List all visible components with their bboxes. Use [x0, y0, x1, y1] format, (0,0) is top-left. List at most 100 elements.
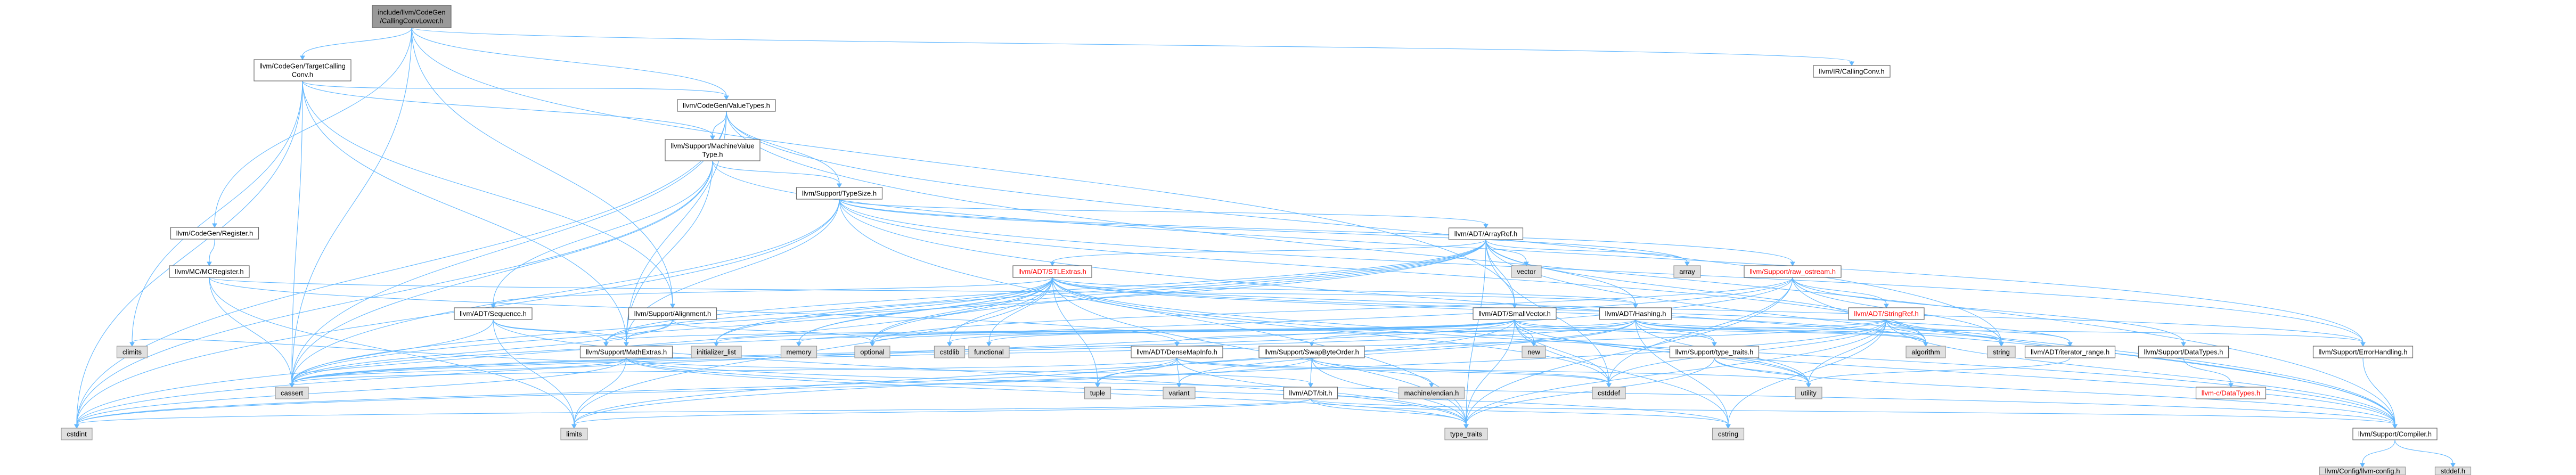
- dependency-edge-typesize-to-rawostream: [839, 199, 1795, 267]
- edges-layer: [74, 27, 2456, 468]
- node-alignment[interactable]: llvm/Support/Alignment.h: [628, 307, 717, 320]
- node-label-adtbit-line-0: llvm/ADT/bit.h: [1289, 389, 1332, 397]
- node-cgvt[interactable]: llvm/CodeGen/ValueTypes.h: [677, 99, 776, 112]
- node-cstring: cstring: [1712, 428, 1745, 440]
- node-label-cstddef-line-0: cstddef: [1598, 389, 1620, 397]
- node-label-root-line-0: include/llvm/CodeGen: [378, 9, 445, 17]
- node-mcreg[interactable]: llvm/MC/MCRegister.h: [169, 265, 250, 278]
- node-label-mvt-line-0: llvm/Support/MachineValue: [670, 142, 754, 150]
- node-label-iterrange-line-0: llvm/ADT/iterator_range.h: [2031, 348, 2109, 356]
- node-label-datatypes-line-0: llvm/Support/DataTypes.h: [2144, 348, 2223, 356]
- dependency-edge-densemapinfo-to-variant: [1176, 357, 1182, 388]
- node-box-compiler: [2352, 428, 2438, 440]
- node-box-hashing: [1599, 307, 1672, 320]
- node-datatypes[interactable]: llvm/Support/DataTypes.h: [2138, 346, 2229, 358]
- node-box-rawostream: [1744, 265, 1842, 278]
- dependency-edge-compiler-to-stddef: [2394, 439, 2456, 468]
- node-label-typesize-line-0: llvm/Support/TypeSize.h: [802, 190, 877, 198]
- dependency-edge-cgvt-to-cassert: [289, 111, 727, 388]
- node-new: new: [1522, 346, 1546, 358]
- node-box-tcc: [253, 59, 351, 81]
- dependency-edge-mcreg-to-limits: [209, 277, 577, 429]
- node-stddef: stddef.h: [2434, 466, 2472, 475]
- node-label-algorithm-line-0: algorithm: [1911, 348, 1940, 356]
- dependency-edge-hashing-to-typetraits: [1635, 319, 1717, 347]
- node-llvmcdt[interactable]: llvm-c/DataTypes.h: [2195, 387, 2267, 399]
- node-iterrange[interactable]: llvm/ADT/iterator_range.h: [2024, 346, 2116, 358]
- dependency-edge-smallvector-to-memory: [796, 319, 1515, 347]
- node-label-string-line-0: string: [1993, 348, 2010, 356]
- dependency-edge-mcreg-to-hashing: [209, 277, 1638, 309]
- node-box-smallvector: [1473, 307, 1557, 320]
- node-smallvector[interactable]: llvm/ADT/SmallVector.h: [1473, 307, 1557, 320]
- dependency-edge-hashing-to-optional: [870, 319, 1636, 347]
- node-box-stringref: [1848, 307, 1925, 320]
- node-label-cstdint-line-0: cstdint: [67, 430, 87, 438]
- dependency-edge-tcc-to-cgvt: [302, 80, 729, 101]
- node-label-stlextras-line-0: llvm/ADT/STLExtras.h: [1018, 268, 1086, 276]
- node-label-climits-line-0: climits: [122, 348, 142, 356]
- node-box-cstddef: [1592, 387, 1626, 399]
- node-compiler[interactable]: llvm/Support/Compiler.h: [2352, 428, 2438, 440]
- node-mathextras[interactable]: llvm/Support/MathExtras.h: [579, 346, 673, 358]
- node-label-utility-line-0: utility: [1801, 389, 1817, 397]
- node-arrayref[interactable]: llvm/ADT/ArrayRef.h: [1448, 227, 1524, 240]
- node-densemapinfo[interactable]: llvm/ADT/DenseMapInfo.h: [1131, 346, 1223, 358]
- node-label-irCC-line-0: llvm/IR/CallingConv.h: [1819, 68, 1884, 76]
- node-cassert: cassert: [275, 387, 309, 399]
- node-machendian: machine/endian.h: [1398, 387, 1465, 399]
- node-cgreg[interactable]: llvm/CodeGen/Register.h: [170, 227, 259, 240]
- node-box-array: [1673, 265, 1701, 278]
- node-box-alignment: [628, 307, 717, 320]
- dependency-edge-stringref-to-iterrange: [1886, 319, 2073, 347]
- node-irCC[interactable]: llvm/IR/CallingConv.h: [1813, 65, 1891, 78]
- node-label-tcc-line-1: Conv.h: [292, 71, 313, 79]
- node-swapbyteorder[interactable]: llvm/Support/SwapByteOrder.h: [1258, 346, 1365, 358]
- node-label-errorhandling-line-0: llvm/Support/ErrorHandling.h: [2319, 348, 2408, 356]
- node-label-typetraits-line-0: llvm/Support/type_traits.h: [1675, 348, 1754, 356]
- dependency-edge-typesize-to-typetraitsstd: [839, 199, 1469, 429]
- node-label-sequence-line-0: llvm/ADT/Sequence.h: [460, 310, 527, 318]
- node-label-densemapinfo-line-0: llvm/ADT/DenseMapInfo.h: [1136, 348, 1217, 356]
- dependency-edge-mathextras-to-compiler: [626, 357, 2398, 429]
- node-adtbit[interactable]: llvm/ADT/bit.h: [1283, 387, 1338, 399]
- node-box-algorithm: [1906, 346, 1946, 358]
- node-root[interactable]: include/llvm/CodeGen/CallingConvLower.h: [372, 5, 452, 28]
- node-hashing[interactable]: llvm/ADT/Hashing.h: [1599, 307, 1672, 320]
- node-label-swapbyteorder-line-0: llvm/Support/SwapByteOrder.h: [1264, 348, 1359, 356]
- node-label-memory-line-0: memory: [787, 348, 812, 356]
- node-sequence[interactable]: llvm/ADT/Sequence.h: [454, 307, 533, 320]
- node-stlextras[interactable]: llvm/ADT/STLExtras.h: [1012, 265, 1092, 278]
- node-llvmconfig: llvm/Config/llvm-config.h: [2319, 466, 2406, 475]
- node-box-vector: [1511, 265, 1542, 278]
- node-label-cgvt-line-0: llvm/CodeGen/ValueTypes.h: [683, 102, 770, 110]
- node-typetraits[interactable]: llvm/Support/type_traits.h: [1669, 346, 1760, 358]
- dependency-edge-tcc-to-climits: [129, 80, 303, 347]
- node-label-root-line-1: /CallingConvLower.h: [380, 17, 443, 25]
- node-stringref[interactable]: llvm/ADT/StringRef.h: [1848, 307, 1925, 320]
- node-box-sequence: [454, 307, 533, 320]
- dependency-edge-typesize-to-arrayref: [839, 199, 1489, 229]
- node-box-cassert: [275, 387, 309, 399]
- node-box-errorhandling: [2312, 346, 2414, 358]
- dependency-edge-swapbyteorder-to-cstddef: [1311, 357, 1612, 388]
- dependency-edge-smallvector-to-iterator: [603, 319, 1515, 347]
- node-rawostream[interactable]: llvm/Support/raw_ostream.h: [1744, 265, 1842, 278]
- dependency-edge-root-to-irCC: [411, 27, 1854, 67]
- node-cstdlib: cstdlib: [934, 346, 966, 358]
- node-typetraitsstd: type_traits: [1444, 428, 1488, 440]
- node-box-stddef: [2434, 466, 2472, 475]
- node-label-cgreg-line-0: llvm/CodeGen/Register.h: [176, 230, 253, 238]
- dependency-edge-stringref-to-densemapinfo: [1174, 319, 1887, 347]
- node-vector: vector: [1511, 265, 1542, 278]
- dependency-edge-adtbit-to-typetraitsstd: [1310, 398, 1469, 429]
- node-label-llvmcdt-line-0: llvm-c/DataTypes.h: [2202, 389, 2261, 397]
- node-typesize[interactable]: llvm/Support/TypeSize.h: [796, 187, 883, 200]
- dependency-edge-typesize-to-array: [839, 199, 1690, 267]
- node-box-functional: [968, 346, 1010, 358]
- node-box-swapbyteorder: [1258, 346, 1365, 358]
- node-errorhandling[interactable]: llvm/Support/ErrorHandling.h: [2312, 346, 2414, 358]
- node-box-cstring: [1712, 428, 1745, 440]
